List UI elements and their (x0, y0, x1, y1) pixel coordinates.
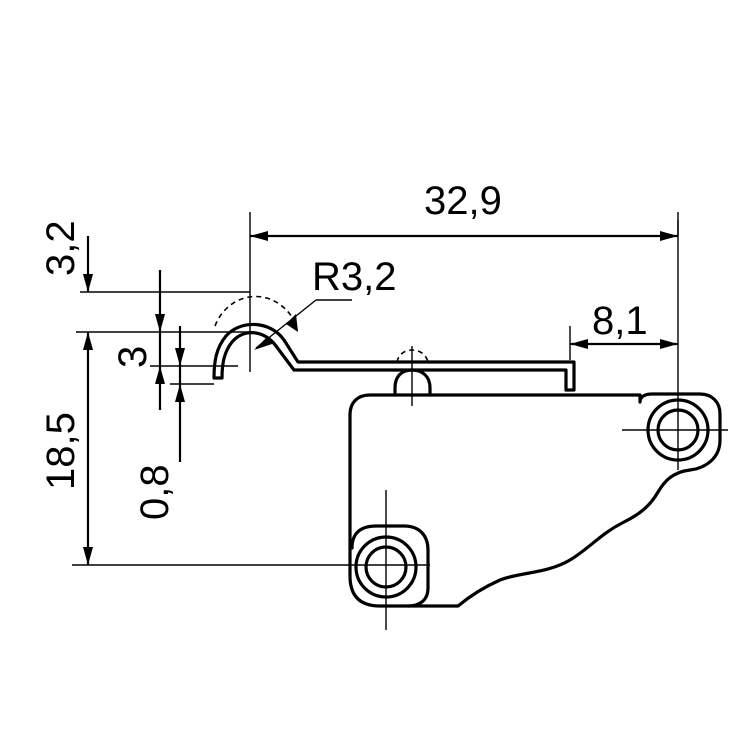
label-lever-height: 3 (111, 346, 155, 368)
label-overall-length: 32,9 (424, 179, 502, 223)
plunger-button (393, 346, 432, 406)
label-radius: R3,2 (312, 255, 397, 299)
actuator-lever (212, 322, 576, 392)
radius-arc-arrowhead (286, 314, 298, 332)
label-lever-thickness: 0,8 (133, 464, 177, 520)
label-right-offset: 8,1 (592, 299, 648, 343)
label-hole-height: 18,5 (39, 412, 83, 490)
switch-body (348, 392, 722, 608)
radius-leader (254, 299, 352, 350)
dimension-lever-height (155, 270, 165, 410)
dimension-lever-thickness (175, 326, 185, 462)
left-reference-lines (76, 291, 250, 385)
dimension-top-offset (83, 236, 93, 292)
radius-dashed-arc (214, 295, 295, 327)
hole-centerlines (72, 220, 728, 630)
dimension-right-offset (569, 326, 678, 360)
label-top-offset: 3,2 (39, 220, 83, 276)
dimension-hole-height (83, 332, 93, 565)
